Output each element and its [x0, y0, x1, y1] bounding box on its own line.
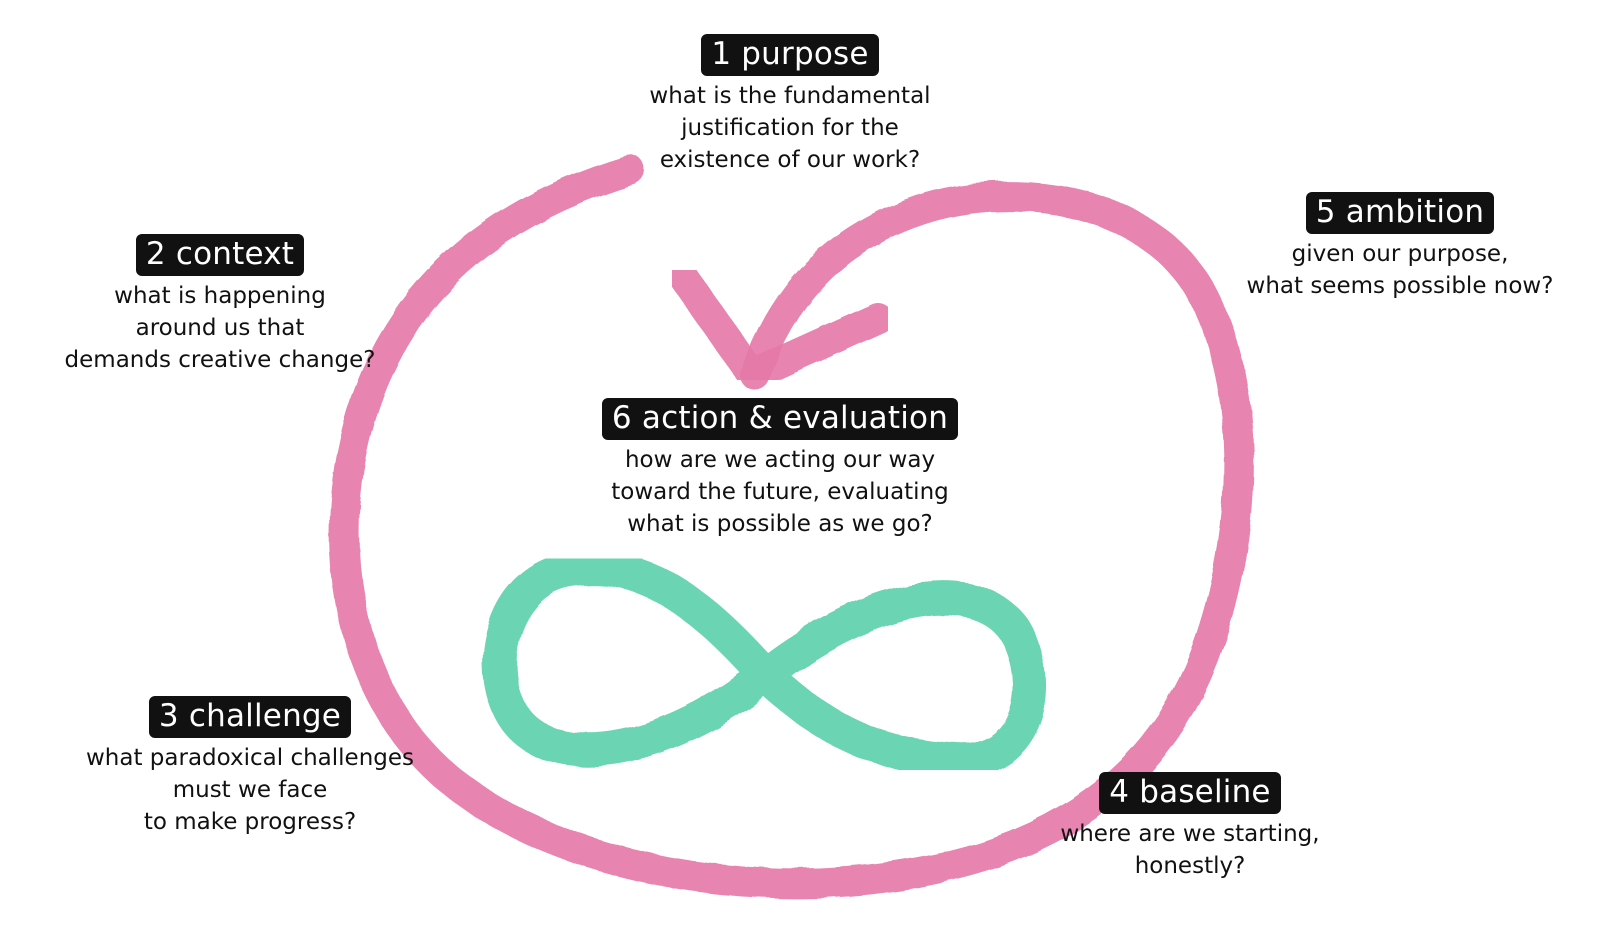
step-label: 2 context: [135, 234, 305, 276]
question-line: to make progress?: [143, 809, 357, 835]
step-question: given our purpose, what seems possible n…: [1215, 238, 1585, 302]
infinity-symbol: [482, 551, 1047, 778]
question-line: what is possible as we go?: [627, 511, 933, 537]
question-line: what paradoxical challenges: [85, 745, 415, 771]
question-line: where are we starting,: [1060, 821, 1320, 847]
step-label: 6 action & evaluation: [601, 398, 959, 440]
step-label: 5 ambition: [1305, 192, 1495, 234]
step-label: 4 baseline: [1099, 772, 1281, 814]
step-question: what is happening around us that demands…: [20, 280, 420, 376]
question-line: must we face: [172, 777, 328, 803]
cycle-arrow-path: [329, 155, 1254, 899]
question-line: demands creative change?: [64, 347, 376, 373]
question-line: how are we acting our way: [624, 447, 936, 473]
question-line: toward the future, evaluating: [611, 479, 949, 505]
step-question: what paradoxical challenges must we face…: [50, 742, 450, 838]
step-context: 2 context what is happening around us th…: [20, 234, 420, 376]
step-purpose: 1 purpose what is the fundamental justif…: [610, 34, 970, 176]
step-ambition: 5 ambition given our purpose, what seems…: [1215, 192, 1585, 302]
step-question: where are we starting, honestly?: [1020, 818, 1360, 882]
cycle-arrowhead: [667, 260, 893, 390]
question-line: given our purpose,: [1291, 241, 1509, 267]
question-line: existence of our work?: [659, 147, 921, 173]
step-question: how are we acting our way toward the fut…: [560, 444, 1000, 540]
question-line: what is happening: [114, 283, 326, 309]
step-label: 1 purpose: [701, 34, 879, 76]
step-action-evaluation: 6 action & evaluation how are we acting …: [560, 398, 1000, 540]
question-line: what seems possible now?: [1246, 273, 1554, 299]
question-line: what is the fundamental: [649, 83, 931, 109]
question-line: honestly?: [1134, 853, 1246, 879]
question-line: justification for the: [681, 115, 899, 141]
step-label: 3 challenge: [148, 696, 352, 738]
step-question: what is the fundamental justification fo…: [610, 80, 970, 176]
step-challenge: 3 challenge what paradoxical challenges …: [50, 696, 450, 838]
question-line: around us that: [135, 315, 305, 341]
step-baseline: 4 baseline where are we starting, honest…: [1020, 772, 1360, 882]
